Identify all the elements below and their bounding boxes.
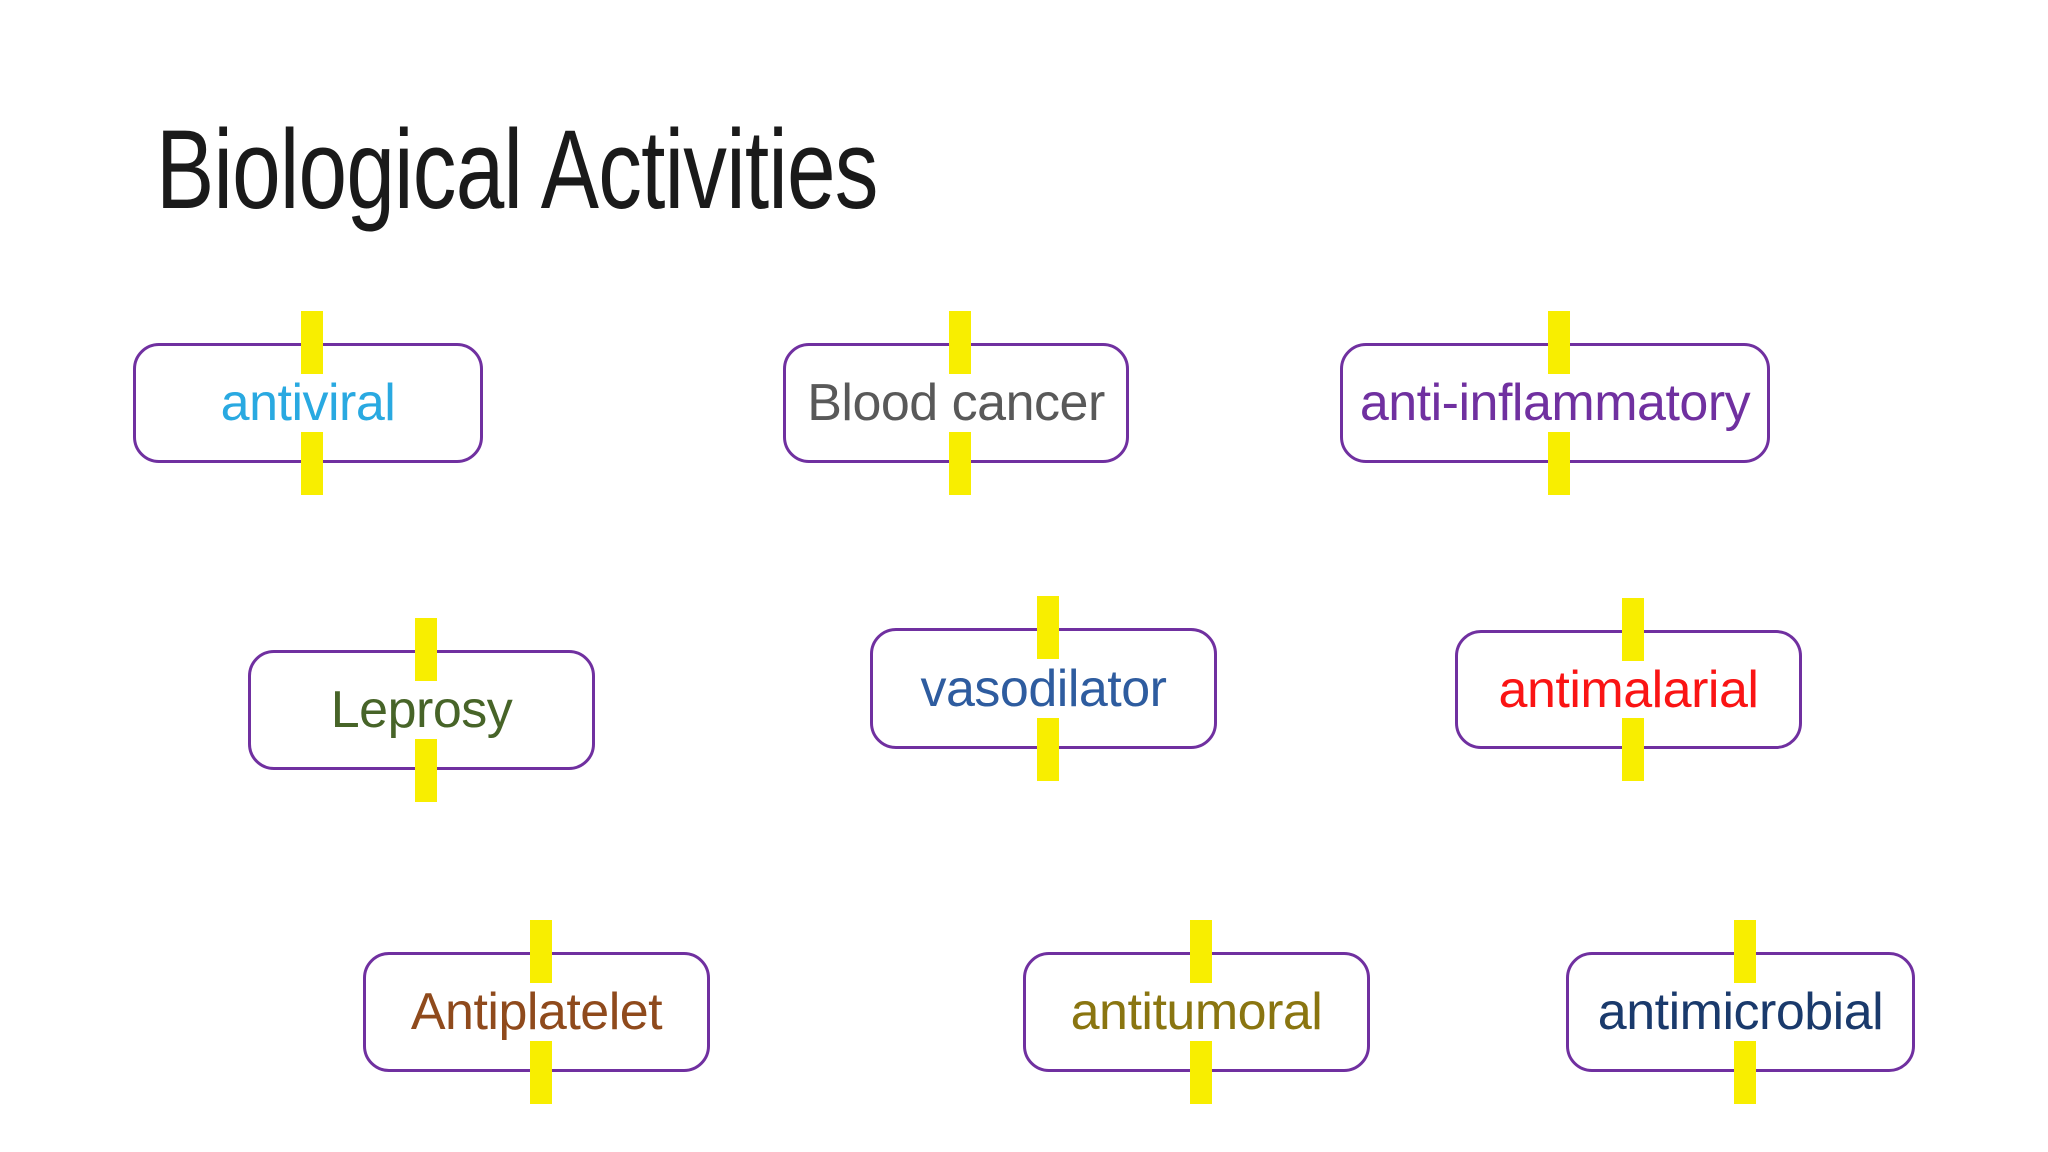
connector-tick-bottom — [1189, 1041, 1212, 1104]
activity-box-leprosy[interactable]: Leprosy — [248, 618, 595, 802]
activity-box-blood-cancer[interactable]: Blood cancer — [783, 311, 1129, 495]
activity-box-antiplatelet[interactable]: Antiplatelet — [363, 920, 710, 1104]
connector-tick-bottom — [1548, 432, 1570, 495]
connector-tick-bottom — [414, 739, 437, 802]
connector-tick-bottom — [1621, 718, 1644, 781]
connector-tick-bottom — [949, 432, 971, 495]
activity-box-anti-inflammatory[interactable]: anti-inflammatory — [1340, 311, 1770, 495]
connector-tick-top — [1621, 598, 1644, 661]
connector-tick-bottom — [1036, 718, 1059, 781]
activity-label: Leprosy — [330, 681, 513, 739]
connector-tick-bottom — [1733, 1041, 1756, 1104]
connector-tick-top — [1189, 920, 1212, 983]
slide-title: Biological Activities — [156, 107, 878, 232]
connector-tick-bottom — [301, 432, 323, 495]
activity-label: antitumoral — [1070, 983, 1323, 1041]
connector-tick-top — [414, 618, 437, 681]
activity-label: antiviral — [220, 374, 396, 432]
connector-tick-top — [1548, 311, 1570, 374]
activity-label: Antiplatelet — [410, 983, 663, 1041]
connector-tick-top — [529, 920, 552, 983]
activity-box-vasodilator[interactable]: vasodilator — [870, 596, 1217, 781]
connector-tick-top — [1733, 920, 1756, 983]
connector-tick-top — [1036, 596, 1059, 659]
activity-label: Blood cancer — [807, 374, 1105, 432]
activity-box-antimicrobial[interactable]: antimicrobial — [1566, 920, 1915, 1104]
connector-tick-top — [301, 311, 323, 374]
activity-label: antimicrobial — [1597, 983, 1884, 1041]
activity-box-antitumoral[interactable]: antitumoral — [1023, 920, 1370, 1104]
activity-label: vasodilator — [920, 659, 1167, 718]
activity-box-antimalarial[interactable]: antimalarial — [1455, 598, 1802, 781]
activity-label: antimalarial — [1498, 660, 1759, 719]
connector-tick-bottom — [529, 1041, 552, 1104]
activity-label: anti-inflammatory — [1359, 374, 1751, 432]
activity-box-antiviral[interactable]: antiviral — [133, 311, 483, 495]
connector-tick-top — [949, 311, 971, 374]
